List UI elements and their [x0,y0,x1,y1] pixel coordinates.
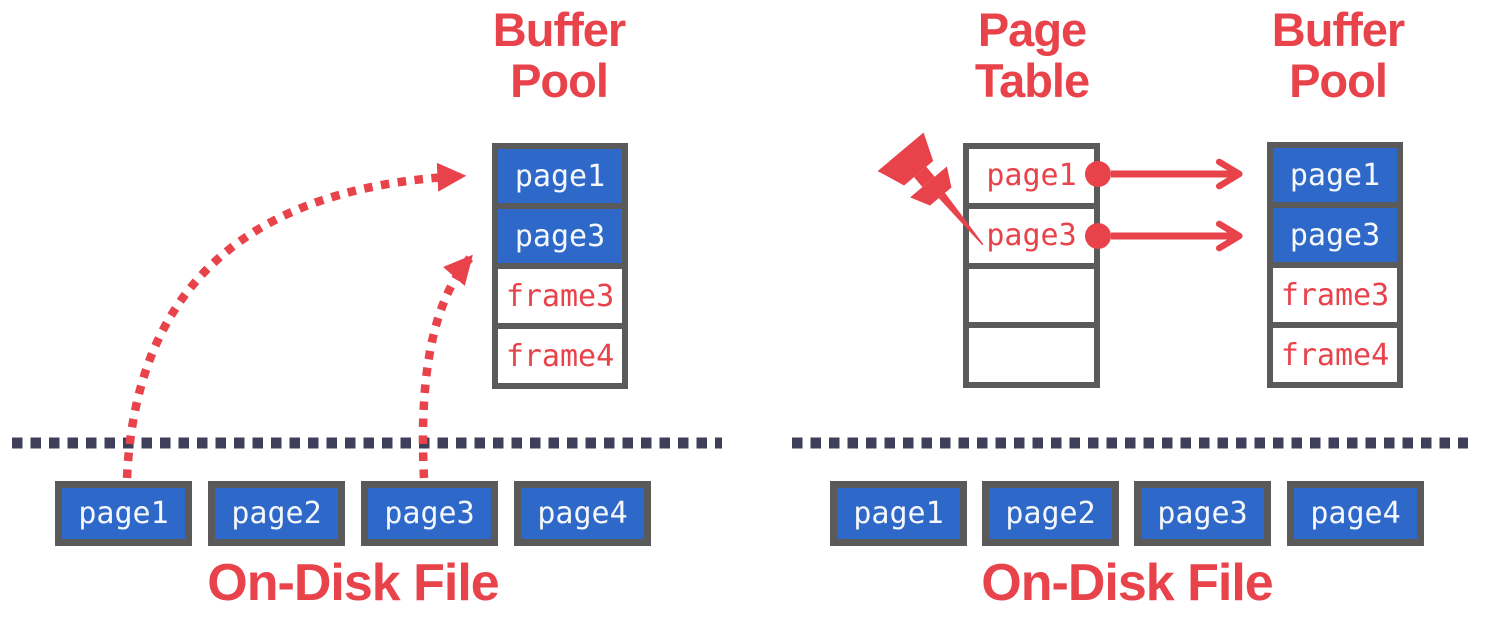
buffer-pool-right: page1 page3 frame3 frame4 [1267,142,1403,388]
disk-page4-right: page4 [1287,481,1424,546]
disk-page1-right: page1 [830,481,967,546]
disk-title-left: On-Disk File [207,554,499,612]
buffer-frame-page1: page1 [498,149,622,209]
buffer-pool-left: page1 page3 frame3 frame4 [492,143,628,389]
buffer-frame-frame4: frame4 [498,329,622,383]
disk-page3-right: page3 [1134,481,1271,546]
buffer-pool-title-right: Buffer Pool [1271,3,1405,107]
disk-title-right: On-Disk File [981,554,1273,612]
disk-page1-left: page1 [55,481,192,546]
buffer-pool-title-left: Buffer Pool [492,3,626,107]
page-table: page1 page3 [963,143,1100,388]
disk-page2-right: page2 [982,481,1119,546]
page-table-entry-empty-1 [969,268,1094,329]
dotted-arrow-page3-to-pool-icon [418,254,474,479]
page-table-entry-empty-2 [969,328,1094,382]
buffer-frame-frame3: frame3 [1273,268,1397,328]
page-table-entry-page3: page3 [969,208,1094,269]
disk-page2-left: page2 [208,481,345,546]
buffer-frame-page3: page3 [1273,208,1397,268]
page-table-entry-page1: page1 [969,149,1094,209]
dotted-arrow-page1-to-pool-icon [122,162,467,479]
buffer-frame-frame4: frame4 [1273,328,1397,382]
disk-page3-left: page3 [361,481,498,546]
page-table-title: Page Table [974,3,1090,107]
disk-page4-left: page4 [514,481,651,546]
buffer-frame-page1: page1 [1273,148,1397,208]
buffer-frame-page3: page3 [498,209,622,269]
buffer-frame-frame3: frame3 [498,269,622,329]
